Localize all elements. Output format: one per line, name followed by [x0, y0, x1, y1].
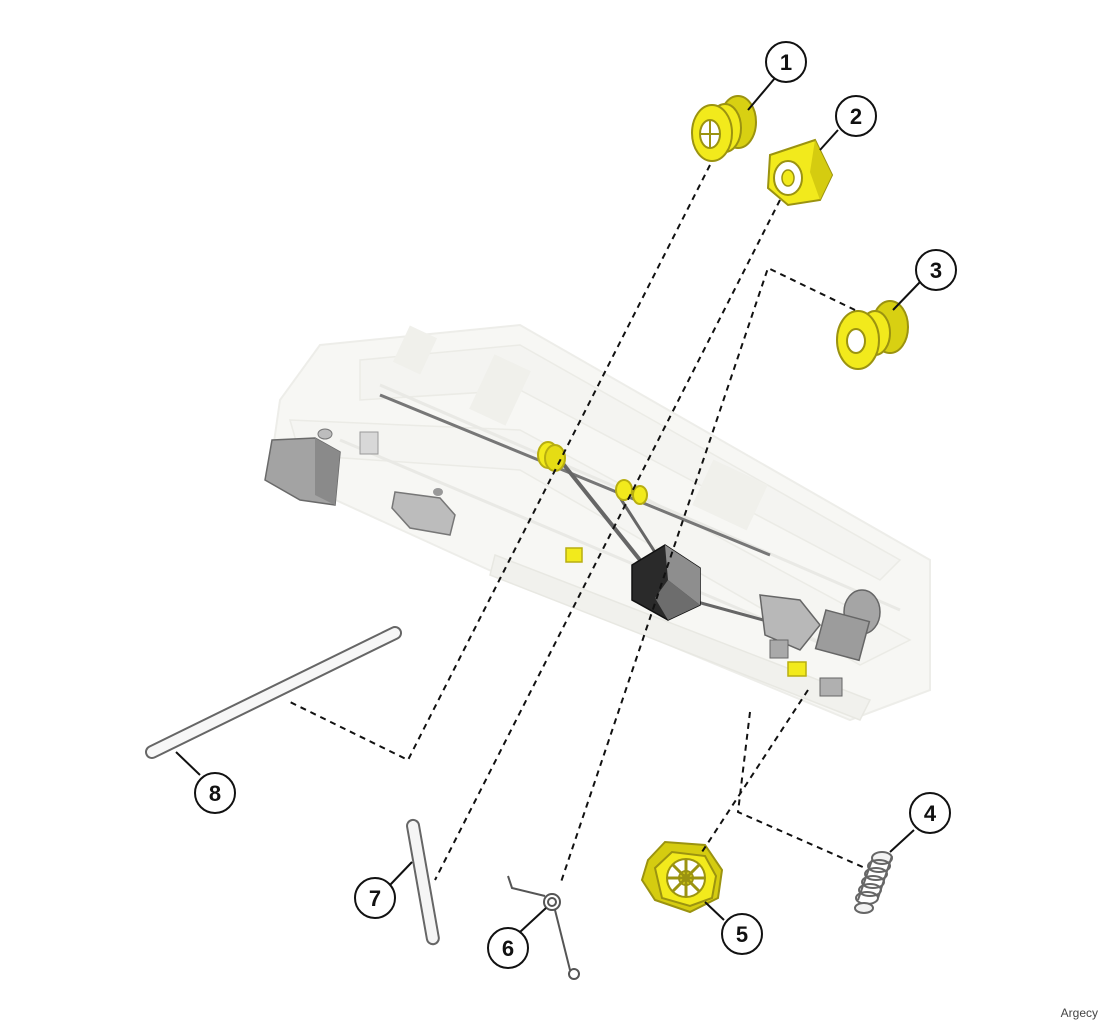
- callout-4: 4: [909, 792, 951, 834]
- part-8-shaft: [145, 626, 402, 759]
- callout-2: 2: [835, 95, 877, 137]
- watermark-text: Argecy: [1060, 1006, 1098, 1020]
- left-motor: [264, 428, 341, 506]
- callout-5: 5: [721, 913, 763, 955]
- part-2-coupler: [766, 138, 834, 207]
- callout-5-label: 5: [736, 922, 748, 947]
- part-4-spring: [854, 851, 893, 914]
- sensor-block: [359, 431, 379, 455]
- callout-1-label: 1: [780, 50, 792, 75]
- callout-7: 7: [354, 877, 396, 919]
- callout-8-label: 8: [209, 781, 221, 806]
- part-1-pulley: [691, 95, 757, 162]
- part-7-pin: [406, 818, 440, 946]
- part-6-torsion-spring: [507, 875, 580, 980]
- callout-3: 3: [915, 249, 957, 291]
- callout-3-label: 3: [930, 258, 942, 283]
- center-motor: [631, 544, 701, 621]
- part-3-pulley: [836, 300, 909, 370]
- assembly-frame: [268, 323, 931, 722]
- right-gear-assembly: [759, 589, 881, 697]
- callout-4-label: 4: [924, 801, 937, 826]
- leader-lines: [289, 164, 866, 886]
- callout-2-label: 2: [850, 104, 862, 129]
- part-5-gear: [640, 840, 724, 914]
- callout-6: 6: [487, 927, 529, 969]
- callout-7-label: 7: [369, 886, 381, 911]
- callout-8: 8: [194, 772, 236, 814]
- callout-ref-lines: [175, 77, 921, 933]
- small-motor: [391, 488, 456, 536]
- callout-6-label: 6: [502, 936, 514, 961]
- callout-1: 1: [765, 41, 807, 83]
- installed-yellow-parts: [537, 441, 807, 677]
